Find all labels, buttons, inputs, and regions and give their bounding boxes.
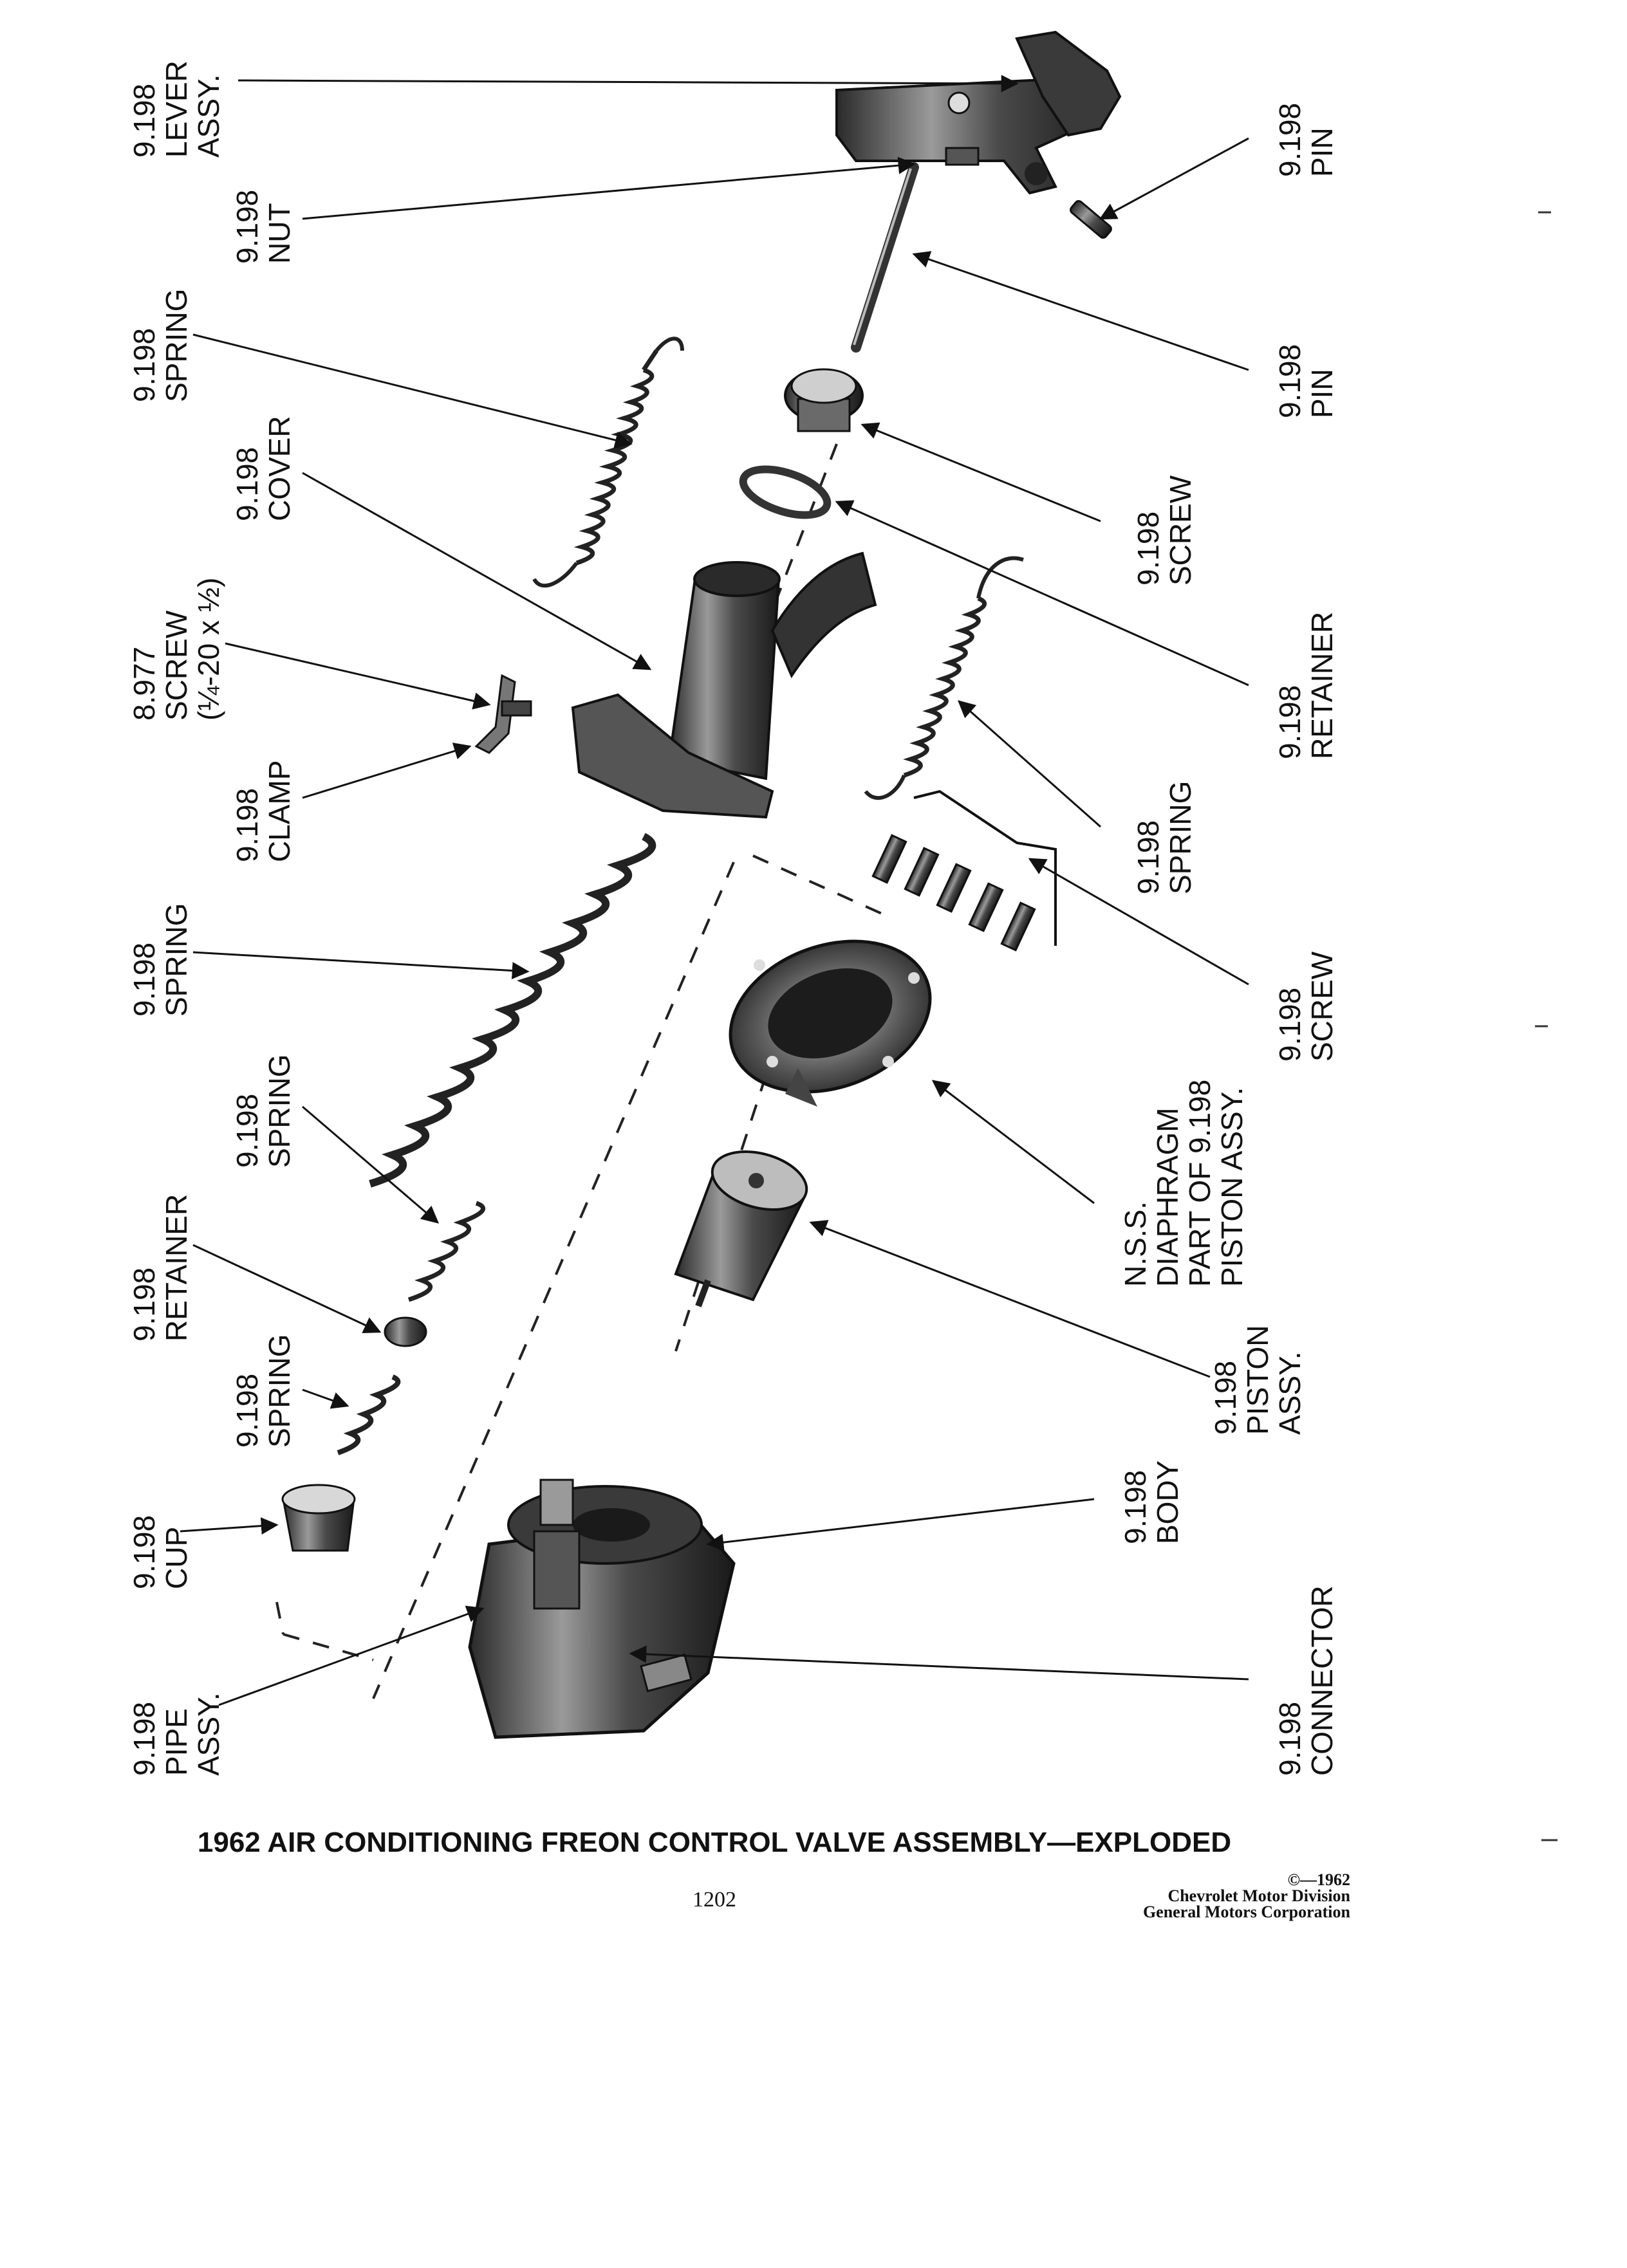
callout-diaphragm: N.S.S.DIAPHRAGMPART OF 9.198PISTON ASSY. (1119, 1080, 1249, 1287)
callout-screw-set: 9.198SCREW (1273, 951, 1339, 1062)
callout-pin-long: 9.198PIN (1273, 344, 1339, 418)
copyright-year: ©—1962 (1288, 1870, 1350, 1889)
adjusting-screw-part (784, 368, 864, 432)
callout-pin-short: 9.198PIN (1273, 103, 1339, 177)
clamp-part (474, 674, 532, 754)
cover-part (571, 551, 877, 819)
callout-clamp: 9.198CLAMP (230, 761, 296, 862)
callout-spring-upper-left: 9.198SPRING (127, 289, 193, 402)
copyright-corporation: General Motors Corporation (1143, 1903, 1351, 1921)
callout-cup: 9.198CUP (127, 1515, 193, 1589)
short-pin-part (1070, 200, 1112, 239)
large-spring-part (369, 833, 656, 1188)
callout-cover: 9.198COVER (230, 416, 296, 521)
callout-lever-assy: 9.198LEVERASSY. (127, 60, 225, 158)
figure-title: 1962 AIR CONDITIONING FREON CONTROL VALV… (198, 1827, 1231, 1858)
callout-nut: 9.198NUT (230, 190, 296, 264)
callout-piston-assy: 9.198PISTONASSY. (1209, 1325, 1306, 1435)
body-part (468, 1479, 736, 1739)
lever-assembly-part (835, 30, 1122, 195)
cup-part (281, 1484, 356, 1552)
upper-left-spring-part (532, 337, 684, 588)
small-spring-part (407, 1201, 486, 1302)
callout-screw-8977: 8.977SCREW(¼-20 x ½) (127, 578, 225, 721)
piston-part (674, 1150, 808, 1307)
callout-screw-right: 9.198SCREW (1131, 475, 1197, 585)
copyright-division: Chevrolet Motor Division (1167, 1886, 1350, 1905)
callout-retainer-left: 9.198RETAINER (127, 1194, 193, 1341)
callout-body: 9.198BODY (1119, 1461, 1184, 1544)
left-retainer-part (384, 1316, 427, 1347)
assembly-axis-lines (275, 443, 882, 1699)
bottom-spring-part (337, 1374, 401, 1455)
callout-connector: 9.198CONNECTOR (1273, 1585, 1339, 1776)
callout-labels: 9.198LEVERASSY. 9.198NUT 9.198SPRING 9.1… (127, 60, 1339, 1776)
screw-set-part (871, 789, 1057, 952)
callout-retainer-right: 9.198RETAINER (1273, 612, 1339, 759)
scan-margin-marks (1535, 211, 1557, 1841)
long-pin-part (851, 162, 919, 353)
retainer-ring-part (739, 465, 832, 519)
leader-lines (180, 75, 1249, 1706)
right-spring-part (864, 556, 1024, 800)
callout-spring-right: 9.198SPRING (1131, 781, 1197, 894)
callout-pipe-assy: 9.198PIPEASSY. (127, 1692, 225, 1776)
callout-spring-bottom: 9.198SPRING (230, 1334, 296, 1448)
callout-spring-small: 9.198SPRING (230, 1055, 296, 1168)
callout-spring-large: 9.198SPRING (127, 903, 193, 1017)
page-number: 1202 (693, 1888, 736, 1912)
diaphragm-part (729, 939, 932, 1107)
